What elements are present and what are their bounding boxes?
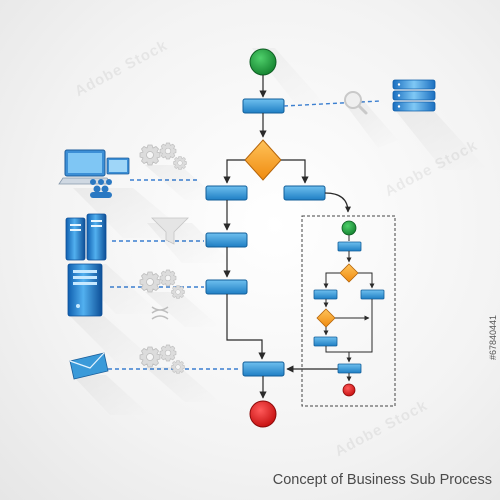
caption: Concept of Business Sub Process bbox=[272, 472, 492, 488]
sub-arrow-merge bbox=[325, 346, 352, 363]
dna-icon bbox=[151, 306, 169, 320]
sub-line-right-down bbox=[349, 299, 373, 353]
gears-icon bbox=[139, 142, 220, 200]
end-node bbox=[249, 400, 277, 428]
gears-icon bbox=[139, 344, 220, 402]
decision-node-main bbox=[244, 139, 282, 181]
database-icon bbox=[392, 79, 488, 170]
flow-arrow-left-branch bbox=[223, 159, 245, 184]
subprocess-start-node bbox=[341, 220, 357, 236]
flow-arrow-to-subprocess bbox=[324, 192, 351, 213]
process-box-merge bbox=[242, 361, 285, 377]
subprocess-group bbox=[301, 215, 396, 407]
process-box-right-1 bbox=[283, 185, 326, 201]
process-box-1 bbox=[242, 98, 285, 114]
server-icon bbox=[67, 263, 158, 364]
sub-arrow-right bbox=[358, 272, 375, 289]
subprocess-decision-2 bbox=[316, 308, 336, 328]
subprocess-box-1 bbox=[337, 241, 362, 252]
filter-icon bbox=[147, 217, 232, 263]
flow-arrow-right-branch bbox=[281, 159, 309, 184]
subprocess-decision-1 bbox=[339, 263, 359, 283]
flow-arrow-left-to-merge bbox=[226, 294, 266, 360]
envelope-icon bbox=[69, 352, 150, 415]
sub-arrow-left bbox=[323, 272, 340, 289]
main-flow bbox=[205, 48, 351, 428]
subprocess-box-left bbox=[313, 289, 338, 300]
stock-id: #67840441 bbox=[488, 314, 498, 360]
magnifier-icon bbox=[344, 91, 398, 148]
gears-icon bbox=[139, 269, 220, 327]
subprocess-end-node bbox=[342, 383, 356, 397]
subprocess-box-lower bbox=[313, 336, 338, 347]
subprocess-frame bbox=[301, 215, 396, 407]
laptop-users-icon bbox=[58, 149, 193, 238]
subprocess-box-final bbox=[337, 363, 362, 374]
process-box-left-3 bbox=[205, 279, 248, 295]
subprocess-box-right bbox=[360, 289, 385, 300]
start-node bbox=[249, 48, 277, 76]
